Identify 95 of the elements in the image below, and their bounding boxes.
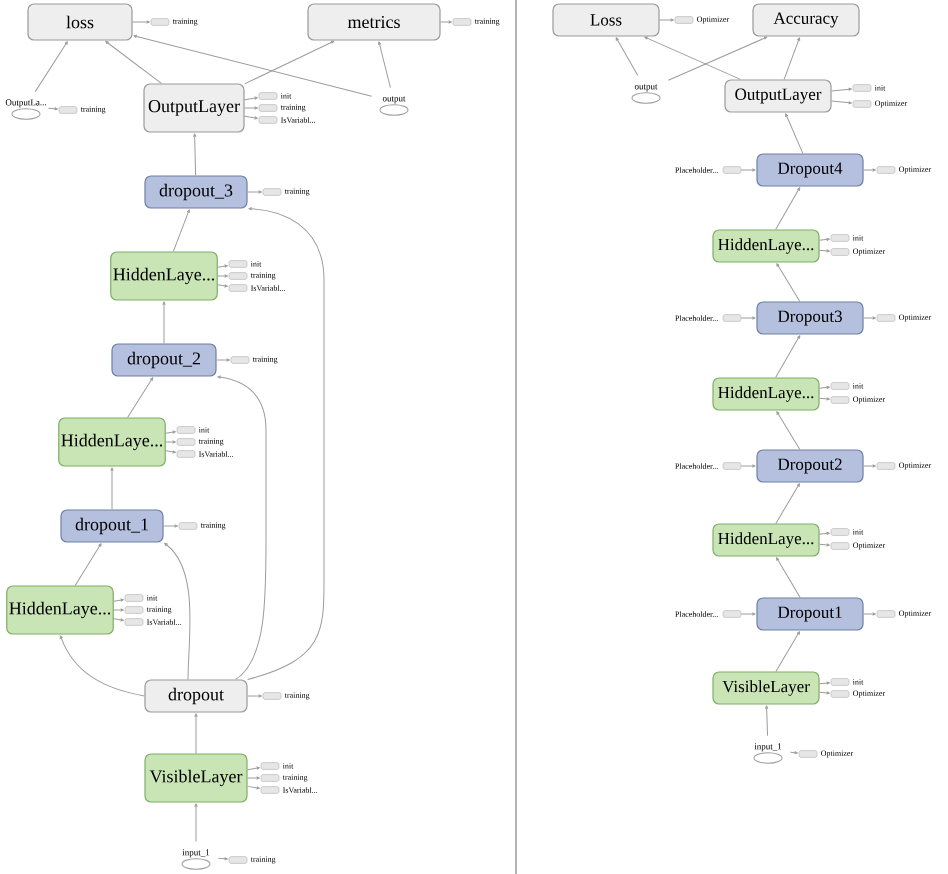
layer-box: HiddenLaye...: [712, 229, 820, 263]
layer-box: Loss: [552, 3, 660, 37]
arrow: [247, 694, 262, 698]
arrow: [217, 375, 267, 680]
arrow: [110, 467, 114, 510]
arrow: [831, 100, 853, 105]
arrow: [132, 20, 150, 24]
arrow: [247, 190, 262, 194]
arrow: [164, 542, 191, 680]
arrow: [47, 107, 58, 111]
layer-box: OutputLayer: [143, 83, 245, 133]
arrow: [113, 598, 125, 602]
arrow: [113, 618, 125, 622]
arrow: [193, 133, 197, 176]
arrow: [644, 36, 741, 80]
arrow: [819, 385, 831, 390]
layer-box: VisibleLayer: [712, 671, 820, 705]
arrow: [819, 397, 831, 401]
arrow: [819, 249, 831, 253]
arrow: [667, 36, 768, 81]
arrow: [863, 612, 877, 616]
layer-box: HiddenLaye...: [6, 585, 114, 635]
arrow: [863, 464, 877, 468]
arrow: [776, 411, 801, 450]
arrow: [775, 187, 801, 230]
arrow: [194, 803, 198, 843]
arrow: [776, 557, 801, 598]
arrow: [59, 635, 145, 697]
arrow: [740, 464, 756, 468]
layer-box: dropout_2: [111, 343, 217, 377]
layer-box: OutputLayer: [724, 79, 832, 113]
arrow: [863, 168, 877, 172]
layer-box: metrics: [307, 3, 441, 41]
arrow: [776, 263, 801, 302]
arrow: [819, 681, 831, 685]
arrow: [165, 450, 177, 454]
arrow: [819, 531, 831, 536]
arrow: [217, 857, 229, 861]
layer-box: Dropout2: [756, 449, 864, 483]
arrow: [244, 96, 259, 101]
arrow: [247, 776, 260, 780]
arrow: [216, 358, 230, 362]
arrow: [105, 40, 162, 84]
arrow: [172, 209, 190, 252]
layer-box: Dropout4: [756, 153, 864, 187]
arrow: [819, 237, 831, 242]
arrow: [789, 751, 799, 755]
arrow: [785, 113, 804, 154]
arrow: [163, 524, 178, 528]
layer-box: loss: [27, 3, 133, 41]
arrow: [740, 612, 756, 616]
arrow: [244, 40, 335, 85]
layer-box: dropout_1: [60, 509, 164, 543]
arrow: [133, 34, 373, 97]
arrow: [775, 631, 800, 672]
arrow: [775, 335, 801, 378]
arrow: [831, 87, 853, 92]
arrow: [775, 483, 800, 524]
layer-box: Accuracy: [752, 3, 860, 37]
arrow: [247, 785, 261, 790]
arrow: [162, 301, 166, 344]
arrow: [247, 766, 261, 771]
arrow: [244, 115, 259, 120]
arrow: [194, 713, 198, 754]
layer-box: HiddenLaye...: [58, 417, 166, 467]
arrow: [783, 37, 801, 80]
arrow: [378, 41, 391, 89]
arrow: [440, 20, 452, 24]
arrow: [217, 284, 229, 288]
arrow: [659, 18, 675, 22]
layer-box: dropout_3: [144, 175, 248, 209]
arrow: [247, 207, 325, 680]
layer-box: dropout: [144, 679, 248, 713]
arrow: [765, 705, 769, 737]
arrow: [165, 430, 177, 434]
arrow: [740, 168, 756, 172]
layer-box: Dropout3: [756, 301, 864, 335]
arrow: [819, 543, 831, 547]
arrow: [217, 274, 228, 278]
arrow: [740, 316, 756, 320]
arrow: [863, 316, 877, 320]
layer-box: Dropout1: [756, 597, 864, 631]
layer-box: HiddenLaye...: [712, 377, 820, 411]
arrow: [244, 106, 258, 110]
arrow: [127, 377, 154, 418]
arrow: [819, 691, 831, 695]
arrow: [74, 543, 102, 586]
layer-box: VisibleLayer: [144, 753, 248, 803]
arrow: [615, 37, 639, 77]
arrow: [165, 440, 176, 444]
arrow: [34, 41, 68, 93]
arrow: [217, 264, 229, 268]
layer-box: HiddenLaye...: [712, 523, 820, 557]
layer-box: HiddenLaye...: [110, 251, 218, 301]
arrow: [113, 608, 124, 612]
